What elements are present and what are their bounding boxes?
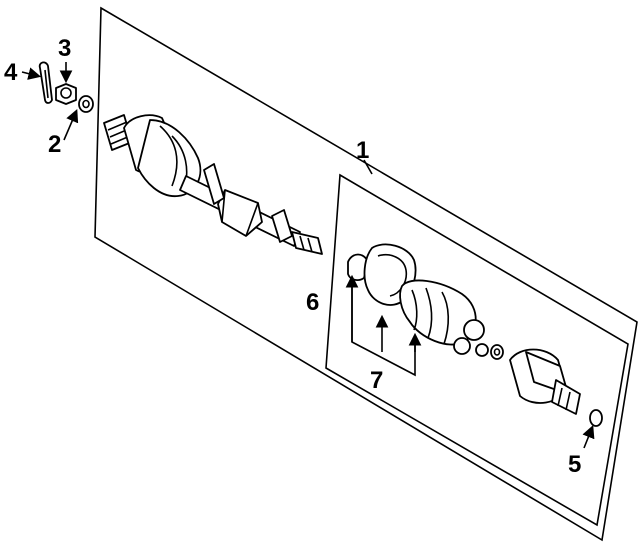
snap-ring — [490, 344, 504, 360]
leader-4 — [21, 67, 42, 80]
axle-nut — [55, 83, 77, 105]
callout-1: 1 — [356, 137, 369, 164]
outer-cv-joint-and-shaft — [103, 114, 323, 255]
callout-7: 7 — [370, 367, 383, 394]
callout-5: 5 — [568, 451, 581, 478]
inner-joint-housing — [509, 348, 581, 415]
inner-joint-kit-panel — [325, 173, 629, 527]
axle-assembly-panel — [94, 6, 638, 542]
leader-2 — [63, 109, 79, 141]
callout-3: 3 — [58, 35, 71, 62]
leader-1 — [363, 159, 373, 175]
tripod-spider — [453, 319, 489, 357]
inner-boot — [399, 279, 477, 346]
leader-5 — [582, 425, 595, 449]
callout-6: 6 — [306, 289, 319, 316]
circlip — [589, 409, 603, 427]
callout-2: 2 — [48, 131, 61, 158]
cotter-pin — [38, 61, 53, 104]
washer — [78, 95, 94, 113]
callout-4: 4 — [4, 59, 18, 86]
